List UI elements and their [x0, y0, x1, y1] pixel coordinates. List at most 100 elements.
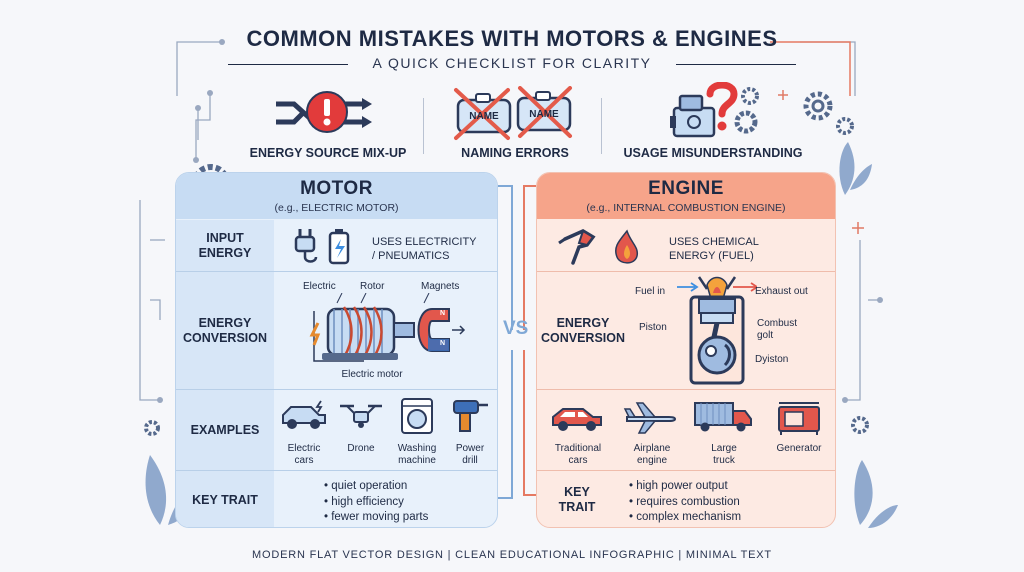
text-line: drill — [462, 454, 478, 466]
text-line: Washing — [397, 443, 437, 454]
text-line: Drone — [347, 443, 375, 454]
piston-engine-icon — [677, 276, 757, 385]
text-line: Power — [455, 443, 485, 454]
engine-key-traits: • high power output • requires combustio… — [629, 479, 741, 526]
motor-header: MOTOR (e.g., ELECTRIC MOTOR) — [176, 173, 497, 219]
electric-car-icon — [282, 400, 326, 429]
subtitle-rule-right — [676, 64, 796, 65]
callout-combust: Combust golt — [757, 318, 797, 341]
name-tag-text: NAME — [529, 109, 559, 120]
text-line: USES CHEMICAL — [669, 236, 759, 248]
name-tag-text: NAME — [469, 111, 499, 122]
engine-subtitle: (e.g., INTERNAL COMBUSTION ENGINE) — [586, 202, 786, 214]
airplane-icon — [623, 402, 676, 434]
trait-item: • complex mechanism — [629, 511, 742, 524]
example-generator: Generator — [769, 443, 829, 455]
input-energy-label: INPUT ENERGY — [176, 220, 274, 271]
text-line: cars — [294, 454, 314, 466]
callout-rotor: Rotor — [360, 281, 385, 292]
label-line: CONVERSION — [182, 330, 268, 345]
energy-conversion-label: ENERGY CONVERSION — [537, 272, 629, 389]
mistake-label: ENERGY SOURCE MIX-UP — [249, 146, 407, 160]
generator-icon — [778, 402, 820, 435]
text-line: Airplane — [633, 443, 671, 454]
row-divider — [537, 389, 835, 390]
label-line: INPUT — [206, 230, 244, 245]
text-line: Generator — [776, 443, 822, 454]
trait-item: • fewer moving parts — [324, 511, 429, 524]
page-subtitle: A QUICK CHECKLIST FOR CLARITY — [372, 55, 652, 71]
text-line: Combust — [757, 318, 798, 329]
motor-subtitle: (e.g., ELECTRIC MOTOR) — [274, 202, 399, 214]
row-divider — [537, 271, 835, 272]
mistake-label: USAGE MISUNDERSTANDING — [623, 146, 803, 160]
text-line: USES ELECTRICITY — [372, 236, 477, 248]
text-line: Traditional — [554, 443, 602, 454]
power-drill-icon — [453, 400, 488, 432]
mistake-label: NAMING ERRORS — [461, 146, 569, 160]
row-divider — [176, 470, 497, 471]
label-line: ENERGY — [198, 245, 252, 260]
row-divider — [176, 389, 497, 390]
callout-electric: Electric — [303, 281, 336, 292]
label-line: ENERGY — [198, 315, 252, 330]
text-line: truck — [713, 454, 735, 466]
example-drone: Drone — [336, 443, 386, 455]
examples-label: EXAMPLES — [176, 390, 274, 470]
motor-panel: MOTOR (e.g., ELECTRIC MOTOR) INPUT ENERG… — [175, 172, 498, 528]
callout-fuel-in: Fuel in — [635, 286, 666, 297]
vs-label: VS — [503, 318, 529, 339]
callout-dyiston: Dyiston — [755, 354, 789, 365]
pole-n: N — [440, 310, 446, 317]
engine-panel: ENGINE (e.g., INTERNAL COMBUSTION ENGINE… — [536, 172, 836, 528]
motor-caption: Electric motor — [341, 369, 403, 380]
trait-item: • high power output — [629, 480, 728, 492]
car-icon — [552, 408, 602, 431]
subtitle-rule-left — [228, 64, 348, 65]
engine-question-icon — [670, 82, 759, 138]
callout-piston: Piston — [639, 322, 667, 333]
plug-battery-icon — [294, 229, 350, 265]
crossed-name-tag-icon: NAME NAME — [452, 86, 578, 142]
label-line: CONVERSION — [540, 330, 626, 345]
engine-title: ENGINE — [648, 178, 724, 199]
callout-exhaust-out: Exhaust out — [755, 286, 808, 297]
label-line: TRAIT — [558, 500, 596, 514]
engine-input-text: USES CHEMICAL ENERGY (FUEL) — [669, 235, 759, 264]
engine-header: ENGINE (e.g., INTERNAL COMBUSTION ENGINE… — [537, 173, 835, 219]
motor-title: MOTOR — [300, 178, 373, 199]
electric-motor-icon — [309, 293, 466, 362]
motor-input-text: USES ELECTRICITY / PNEUMATICS — [372, 235, 477, 264]
trait-item: • requires combustion — [629, 495, 740, 508]
truck-icon — [694, 402, 752, 432]
washing-machine-icon — [401, 398, 433, 434]
row-divider — [176, 271, 497, 272]
text-line: golt — [757, 329, 774, 341]
text-line: ENERGY (FUEL) — [669, 250, 754, 263]
key-trait-label: KEY TRAIT — [537, 471, 617, 527]
pole-s: N — [440, 340, 446, 347]
text-line: / PNEUMATICS — [372, 250, 450, 263]
text-line: engine — [636, 454, 668, 466]
divider — [601, 98, 602, 154]
divider — [423, 98, 424, 154]
footer-text: MODERN FLAT VECTOR DESIGN | CLEAN EDUCAT… — [252, 549, 772, 561]
page-title: COMMON MISTAKES WITH MOTORS & ENGINES — [246, 26, 778, 51]
exchange-warning-icon — [276, 91, 372, 133]
text-line: Large — [711, 443, 737, 454]
label-line: ENERGY — [556, 315, 610, 330]
callout-magnets: Magnets — [421, 281, 460, 292]
trait-item: • high efficiency — [324, 495, 404, 508]
row-divider — [537, 470, 835, 471]
text-line: machine — [398, 454, 436, 466]
motor-key-traits: • quiet operation • high efficiency • fe… — [324, 479, 428, 526]
key-trait-label: KEY TRAIT — [176, 471, 274, 527]
label-line: KEY — [564, 485, 590, 499]
fuel-flame-icon — [558, 229, 639, 265]
text-line: cars — [568, 454, 588, 466]
